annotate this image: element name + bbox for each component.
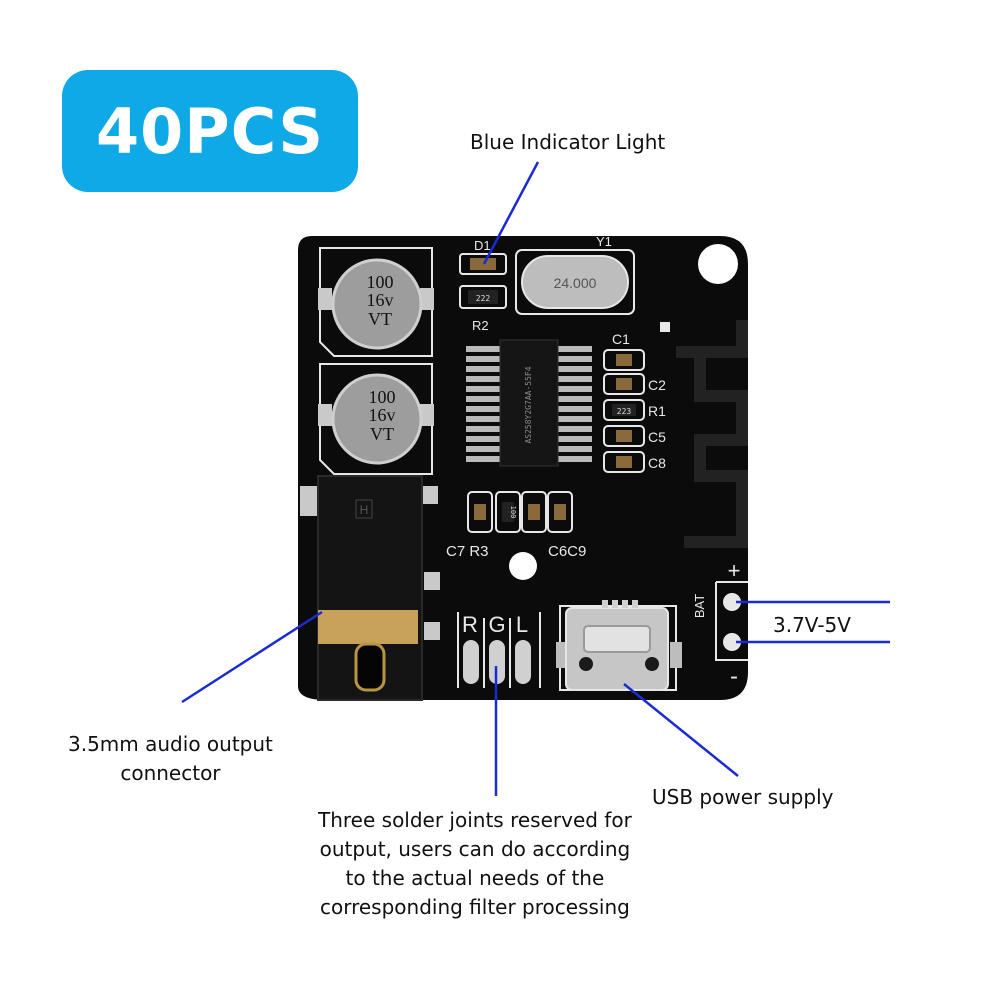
solder-pad-r: [463, 640, 479, 684]
r1-label: R1: [648, 403, 666, 419]
jack-mark: H: [360, 503, 369, 517]
bat-minus-label: -: [730, 663, 738, 690]
ic-marking: AS258Y2G7AA-55F4: [524, 366, 533, 443]
solder-callout-line-3: to the actual needs of the: [345, 866, 605, 890]
r1-code: 223: [617, 407, 632, 416]
capacitor-1: [331, 258, 423, 350]
voltage-callout: 3.7V-5V: [773, 613, 851, 637]
solder-callout-line-1: Three solder joints reserved for: [318, 808, 632, 832]
d1-label: D1: [474, 238, 491, 253]
r2-code: 222: [476, 294, 491, 303]
pad-l-label: L: [516, 612, 528, 637]
mounting-hole-top: [698, 244, 738, 284]
solder-joints-callout: Three solder joints reserved for output,…: [318, 806, 632, 922]
c5-label: C5: [648, 429, 666, 445]
leader-line-usb: [623, 683, 739, 777]
audio-callout-line-1: 3.5mm audio output: [68, 732, 273, 756]
main-ic-chip: [499, 339, 559, 467]
cap1-value: 100: [367, 272, 394, 292]
c8-label: C8: [648, 455, 666, 471]
bat-pad-plus: [723, 593, 741, 611]
resistor-r2: [459, 285, 507, 309]
pad-r-label: R: [462, 612, 478, 637]
capacitor-2: [331, 373, 423, 465]
crystal-outline: [515, 249, 635, 315]
solder-callout-line-4: corresponding filter processing: [319, 895, 630, 919]
bat-plus-label: +: [728, 558, 741, 583]
usb-callout: USB power supply: [652, 785, 834, 809]
solder-callout-line-2: output, users can do according: [319, 837, 631, 861]
quantity-badge: 40PCS: [62, 70, 358, 192]
crystal-frequency: 24.000: [554, 275, 597, 291]
r2-label: R2: [472, 318, 489, 333]
crystal-y1: [521, 255, 629, 309]
mounting-hole-center: [509, 552, 537, 580]
cap1-outline: [319, 247, 433, 357]
antenna-trace: [676, 320, 748, 548]
cap2-value: 100: [369, 387, 396, 407]
leader-line-indicator: [482, 161, 540, 265]
c6-c9-label: C6C9: [548, 543, 586, 560]
led-d1: [459, 253, 507, 275]
cap1-series: VT: [368, 309, 392, 329]
quantity-badge-text: 40PCS: [95, 94, 325, 168]
cap2-voltage: 16v: [369, 405, 396, 425]
pad-g-label: G: [488, 612, 505, 637]
bat-label: BAT: [692, 594, 707, 618]
r3-code: 100: [509, 506, 517, 519]
c7-r3-label: C7 R3: [446, 543, 489, 560]
audio-jack-socket: [354, 642, 386, 692]
audio-callout-line-2: connector: [120, 761, 221, 785]
cap2-series: VT: [370, 424, 394, 444]
c2-label: C2: [648, 377, 666, 393]
cap2-outline: [319, 363, 433, 475]
cap1-voltage: 16v: [367, 290, 394, 310]
solder-pad-l: [515, 640, 531, 684]
solder-pad-g: [489, 640, 505, 684]
audio-jack-gold-contact: [318, 610, 418, 644]
audio-connector-callout: 3.5mm audio output connector: [68, 730, 273, 788]
leader-line-audio: [181, 610, 323, 704]
blue-indicator-callout: Blue Indicator Light: [470, 130, 666, 154]
y1-label: Y1: [596, 234, 612, 249]
bat-pad-minus: [723, 633, 741, 651]
c1-label: C1: [612, 331, 630, 347]
